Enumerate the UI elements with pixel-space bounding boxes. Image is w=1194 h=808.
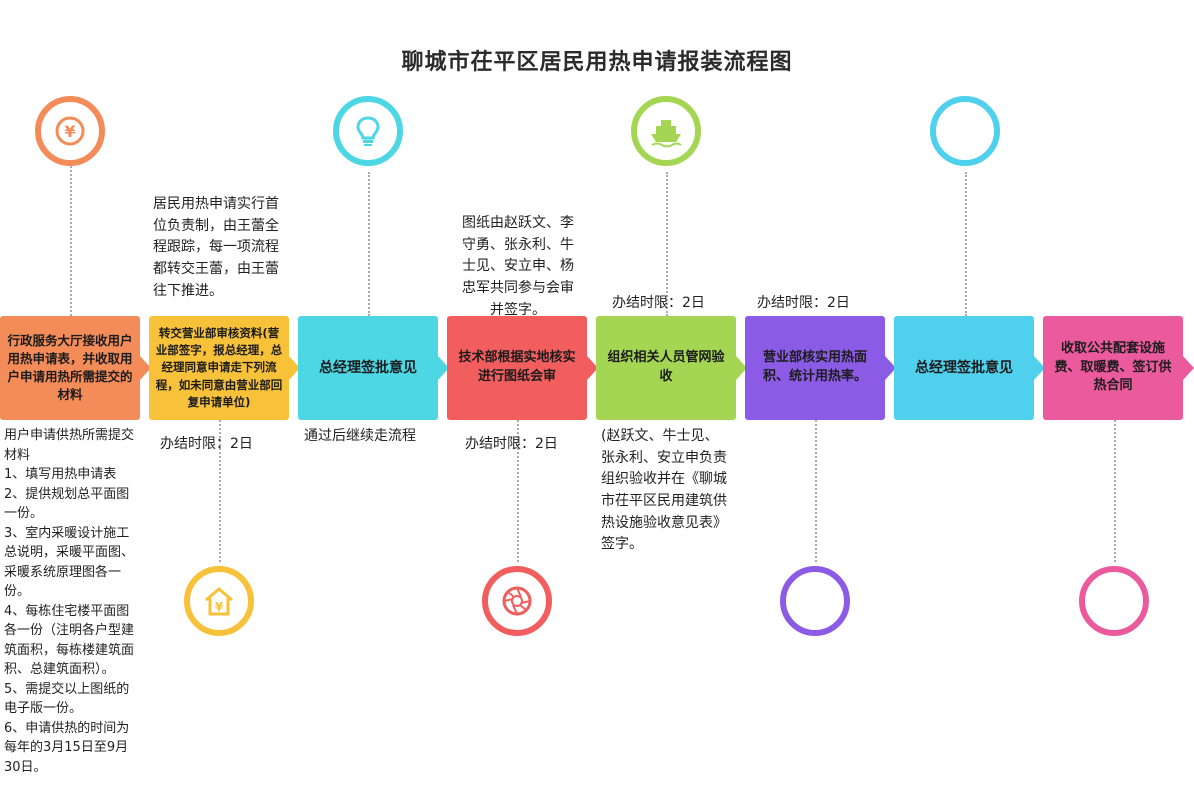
- svg-text:¥: ¥: [215, 600, 224, 614]
- step-label: 收取公共配套设施费、取暖费、签订供热合同: [1054, 340, 1172, 394]
- ship-circle: [631, 96, 701, 166]
- step-6-time-limit: 办结时限：2日: [757, 295, 850, 311]
- step-5-box: 组织相关人员管网验收: [596, 316, 747, 420]
- step-label: 总经理签批意见: [319, 359, 417, 376]
- step-2-time-limit: 办结时限：2日: [160, 436, 253, 452]
- empty-circle-icon: [780, 566, 850, 636]
- step-label: 转交营业部审核资料(营业部签字，报总经理，总经理同意申请走下列流程，如未同意由营…: [155, 325, 283, 409]
- house-yen-circle: ¥: [184, 566, 254, 636]
- step-4-box: 技术部根据实地核实进行图纸会审: [447, 316, 598, 420]
- step-5-acceptance-note: (赵跃文、牛士见、张永利、安立申负责组织验收并在《聊城市茌平区民用建筑供热设施验…: [601, 428, 727, 553]
- connector-line: [815, 420, 817, 562]
- step-1-materials-note: 用户申请供热所需提交材料 1、填写用热申请表 2、提供规划总平面图一份。 3、室…: [4, 428, 135, 775]
- empty-circle-icon: [930, 96, 1000, 166]
- yen-coin-circle: ¥: [35, 96, 105, 166]
- step-5-time-limit: 办结时限：2日: [612, 295, 705, 311]
- step-2-box: 转交营业部审核资料(营业部签字，报总经理，总经理同意申请走下列流程，如未同意由营…: [149, 316, 300, 420]
- step-2-responsibility-note: 居民用热申请实行首位负责制，由王蕾全程跟踪，每一项流程都转交王蕾，由王蕾往下推进…: [153, 196, 279, 299]
- step-7-box: 总经理签批意见: [894, 316, 1045, 420]
- page-title: 聊城市茌平区居民用热申请报装流程图: [401, 50, 793, 75]
- lightbulb-circle: [333, 96, 403, 166]
- step-3-box: 总经理签批意见: [298, 316, 449, 420]
- step-3-continue-note: 通过后继续走流程: [304, 428, 416, 444]
- step-4-review-note: 图纸由赵跃文、李守勇、张永利、牛士见、安立申、杨忠军共同参与会审并签字。: [462, 215, 574, 318]
- yen-coin-icon: ¥: [55, 116, 85, 146]
- connector-line: [666, 172, 668, 316]
- connector-line: [965, 172, 967, 316]
- step-label: 技术部根据实地核实进行图纸会审: [458, 350, 576, 384]
- empty-circle-icon: [1079, 566, 1149, 636]
- connector-line: [1114, 420, 1116, 562]
- step-label: 总经理签批意见: [915, 359, 1013, 376]
- connector-line: [70, 150, 72, 316]
- step-label: 营业部核实用热面积、统计用热率。: [762, 350, 867, 384]
- connector-line: [219, 420, 221, 562]
- step-4-time-limit: 办结时限：2日: [465, 436, 558, 452]
- svg-text:¥: ¥: [64, 122, 75, 141]
- house-yen-icon: ¥: [205, 587, 233, 616]
- connector-line: [368, 172, 370, 316]
- step-1-box: 行政服务大厅接收用户用热申请表，并收取用户申请用热所需提交的材料: [0, 316, 151, 420]
- step-8-box: 收取公共配套设施费、取暖费、签订供热合同: [1043, 316, 1194, 420]
- step-label: 组织相关人员管网验收: [607, 350, 725, 384]
- step-label: 行政服务大厅接收用户用热申请表，并收取用户申请用热所需提交的材料: [7, 332, 133, 403]
- camera-aperture-icon: [502, 586, 532, 616]
- lightbulb-icon: [356, 116, 380, 146]
- step-6-box: 营业部核实用热面积、统计用热率。: [745, 316, 896, 420]
- ship-icon: [651, 120, 682, 148]
- aperture-circle: [482, 566, 552, 636]
- connector-line: [517, 420, 519, 562]
